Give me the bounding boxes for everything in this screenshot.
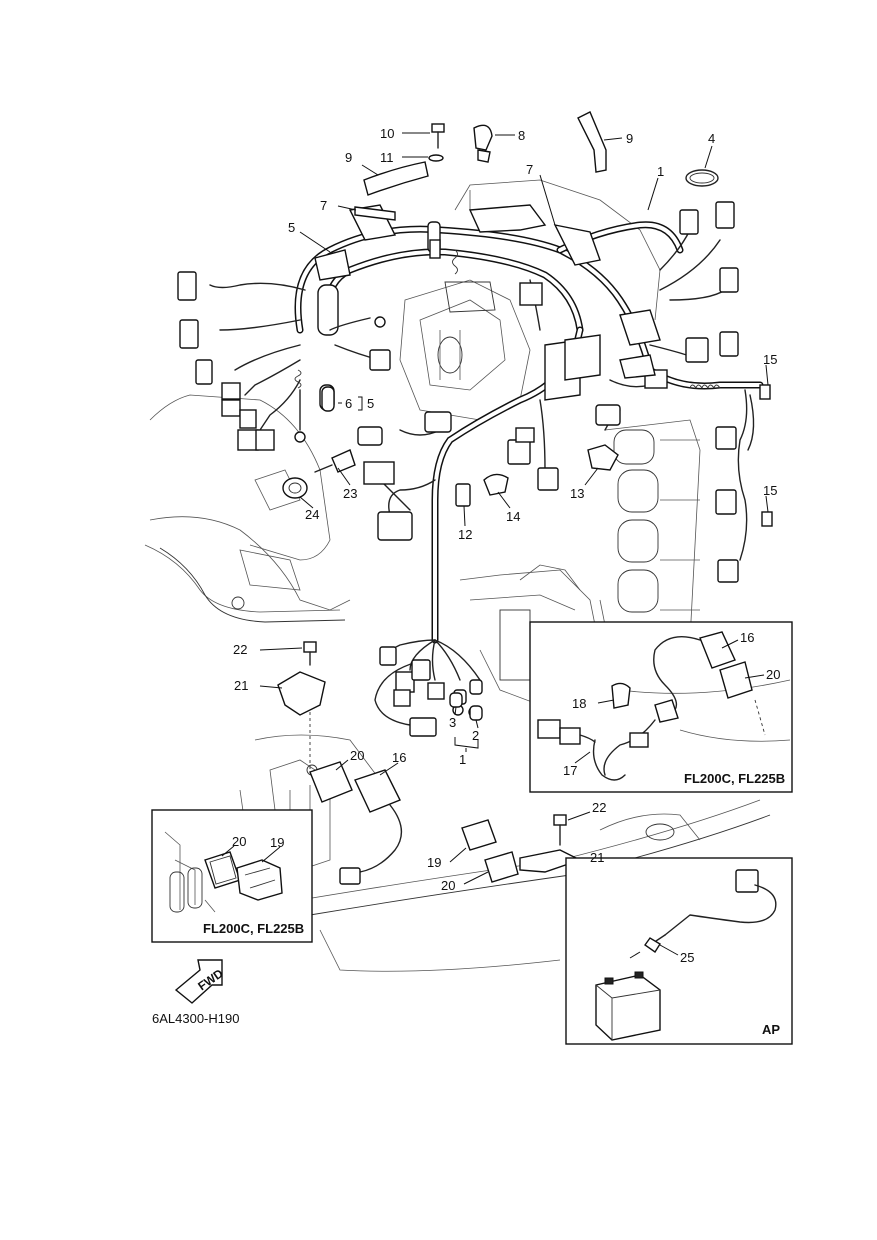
part-22-bolt-right <box>553 814 567 846</box>
part-13-holder <box>587 444 619 471</box>
part-20-grommet-mid <box>484 851 519 883</box>
inset-battery-label: AP <box>762 1022 780 1037</box>
callout-22b: 22 <box>592 800 606 815</box>
callout-25: 25 <box>680 950 694 965</box>
leader-lines <box>221 132 769 956</box>
parts <box>277 111 719 885</box>
callout-20a: 20 <box>350 748 364 763</box>
callout-20c: 20 <box>441 878 455 893</box>
callout-21a: 21 <box>234 678 248 693</box>
callout-18: 18 <box>572 696 586 711</box>
callout-9a: 9 <box>626 131 633 146</box>
part-4-cable-tie <box>685 169 719 187</box>
part-9-strip-right <box>577 111 607 173</box>
callout-23: 23 <box>343 486 357 501</box>
callout-7a: 7 <box>526 162 533 177</box>
callout-numbers: 10 8 9 4 11 9 7 1 7 5 15 6 5 13 15 23 24… <box>203 126 785 1037</box>
part-9-strip-left <box>363 161 429 196</box>
lower-harness-branches <box>374 639 483 737</box>
part-3 <box>449 692 463 708</box>
callout-1b: 1 <box>459 752 466 767</box>
callout-10: 10 <box>380 126 394 141</box>
part-21-bracket-right <box>519 849 582 873</box>
callout-20b: 20 <box>766 667 780 682</box>
diagram-code: 6AL4300-H190 <box>152 1011 239 1026</box>
callout-6: 6 <box>345 396 352 411</box>
callout-15b: 15 <box>763 483 777 498</box>
callout-20d: 20 <box>232 834 246 849</box>
part-23-sensor <box>314 449 356 473</box>
callout-22a: 22 <box>233 642 247 657</box>
callout-11: 11 <box>380 150 394 165</box>
part-24-grommet <box>282 477 308 499</box>
callout-13: 13 <box>570 486 584 501</box>
inset-right <box>529 621 793 793</box>
callout-19a: 19 <box>427 855 441 870</box>
callout-15a: 15 <box>763 352 777 367</box>
callout-5b: 5 <box>367 396 374 411</box>
callout-3: 3 <box>449 715 456 730</box>
callout-7b: 7 <box>320 198 327 213</box>
callout-8: 8 <box>518 128 525 143</box>
part-12-clip <box>455 483 471 507</box>
callout-16a: 16 <box>392 750 406 765</box>
part-11-washer <box>428 154 444 162</box>
part-22-bolt-left <box>303 641 317 666</box>
callout-24: 24 <box>305 507 319 522</box>
part-8-clamp <box>473 124 493 163</box>
callout-1a: 1 <box>657 164 664 179</box>
callout-4: 4 <box>708 131 715 146</box>
part-16-connector-left <box>339 769 403 885</box>
inset-left-model: FL200C, FL225B <box>203 921 304 936</box>
inset-left <box>151 809 313 943</box>
part-10-bolt <box>431 123 445 149</box>
callout-2: 2 <box>472 728 479 743</box>
callout-19b: 19 <box>270 835 284 850</box>
callout-12: 12 <box>458 527 472 542</box>
inset-right-model: FL200C, FL225B <box>684 771 785 786</box>
callout-9b: 9 <box>345 150 352 165</box>
fwd-arrow: FWD <box>174 959 226 1004</box>
part-19 <box>461 819 497 851</box>
callout-5a: 5 <box>288 220 295 235</box>
callout-17: 17 <box>563 763 577 778</box>
part-14-clamp <box>483 473 509 496</box>
callout-14: 14 <box>506 509 520 524</box>
part-2 <box>469 705 483 721</box>
part-7-clip-left <box>354 206 396 221</box>
part-20-grommet-left <box>309 761 353 803</box>
part-21-bracket-left <box>277 671 326 716</box>
inset-battery <box>565 857 793 1045</box>
branch-wires <box>177 201 773 583</box>
callout-16b: 16 <box>740 630 754 645</box>
part-6 <box>321 386 335 412</box>
callout-21b: 21 <box>590 850 604 865</box>
